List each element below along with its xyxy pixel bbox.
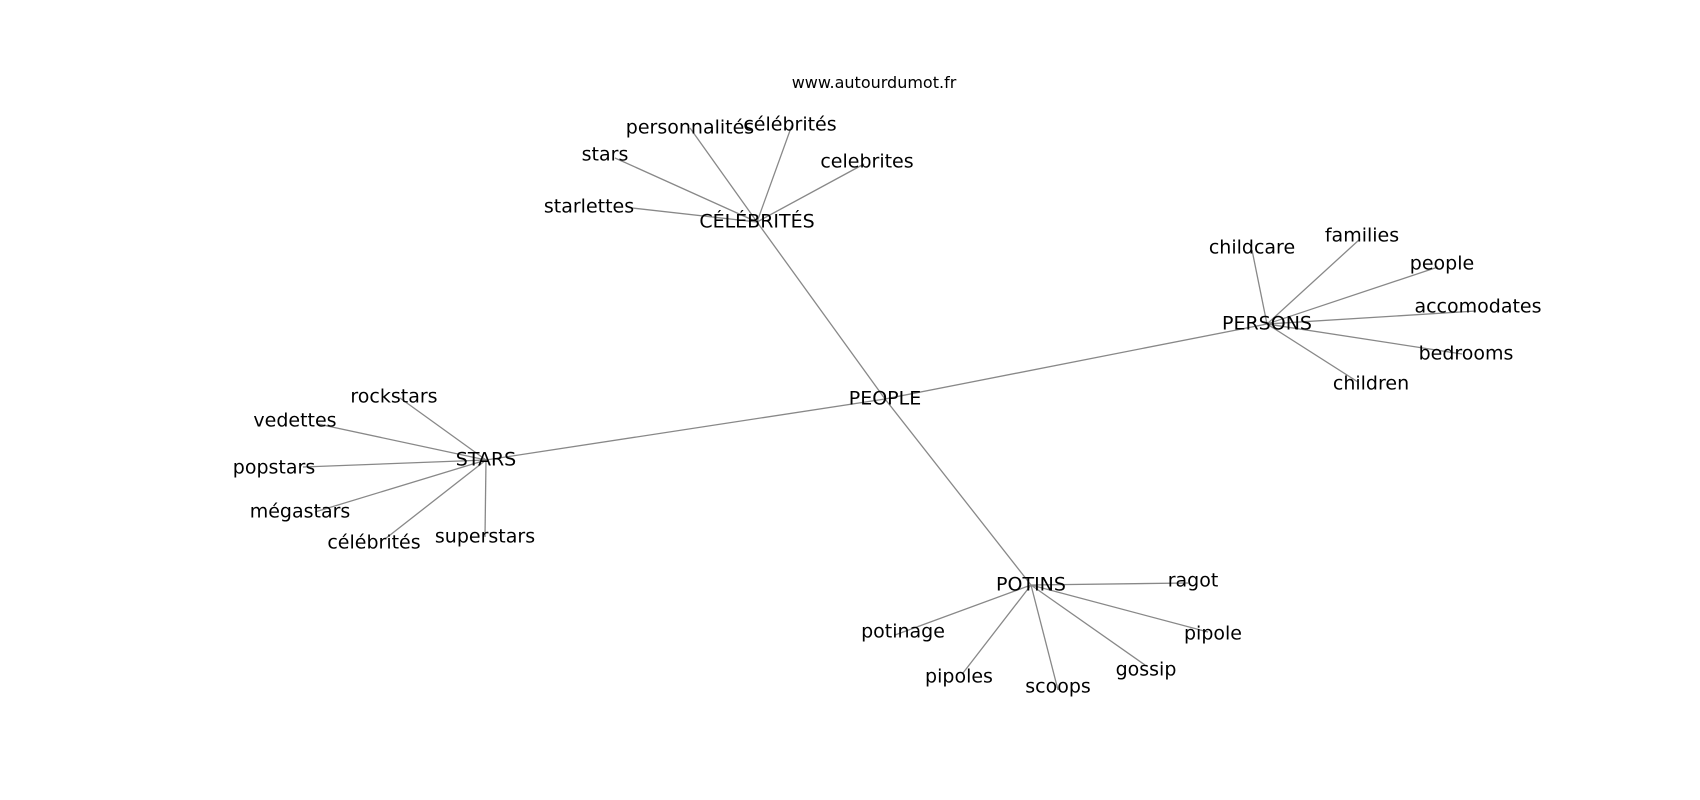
node-leaf-megastars[interactable]: mégastars	[250, 501, 351, 523]
node-leaf-celebrites[interactable]: célébrités	[327, 532, 420, 554]
node-leaf-superstars[interactable]: superstars	[435, 526, 535, 548]
node-leaf-scoops[interactable]: scoops	[1025, 676, 1091, 698]
edge-potins-ragot	[1030, 582, 1189, 586]
node-leaf-vedettes[interactable]: vedettes	[253, 410, 336, 432]
edge-celebrites-celebrites	[756, 163, 865, 223]
node-leaf-people[interactable]: people	[1410, 253, 1474, 275]
node-leaf-rockstars[interactable]: rockstars	[350, 386, 437, 408]
node-hub-persons[interactable]: PERSONS	[1222, 313, 1312, 335]
edge-potins-potinage	[894, 584, 1032, 636]
node-hub-celebrites[interactable]: CÉLÉBRITÉS	[699, 210, 814, 233]
node-leaf-potinage[interactable]: potinage	[861, 621, 945, 643]
node-leaf-gossip[interactable]: gossip	[1116, 659, 1177, 681]
node-leaf-ragot[interactable]: ragot	[1168, 570, 1219, 592]
edge-stars-rockstars	[399, 397, 487, 461]
node-hub-stars[interactable]: STARS	[456, 449, 516, 471]
edge-potins-scoops	[1030, 584, 1059, 691]
node-leaf-pipoles[interactable]: pipoles	[925, 666, 993, 688]
edge-celebrites-celebrites	[756, 124, 793, 223]
edge-potins-pipoles	[962, 584, 1032, 674]
node-leaf-celebrites[interactable]: celebrites	[820, 151, 913, 173]
edge-center-persons	[884, 323, 1268, 400]
node-center[interactable]: PEOPLE	[849, 388, 921, 410]
edge-center-celebrites	[756, 221, 886, 400]
node-leaf-bedrooms[interactable]: bedrooms	[1419, 343, 1514, 365]
edge-celebrites-personnalites	[689, 127, 758, 223]
node-leaf-starlettes[interactable]: starlettes	[544, 196, 634, 218]
node-leaf-childcare[interactable]: childcare	[1209, 237, 1295, 259]
edge-stars-superstars	[484, 459, 487, 538]
site-watermark: www.autourdumot.fr	[792, 73, 957, 92]
edge-persons-bedrooms	[1266, 323, 1463, 355]
node-leaf-personnalites[interactable]: personnalités	[626, 117, 754, 139]
edge-stars-megastars	[314, 459, 487, 513]
node-leaf-children[interactable]: children	[1333, 373, 1409, 395]
edge-persons-children	[1266, 323, 1359, 383]
edge-persons-accomodates	[1266, 310, 1477, 325]
edge-stars-popstars	[302, 459, 487, 468]
edge-celebrites-stars	[614, 157, 758, 223]
node-leaf-pipole[interactable]: pipole	[1184, 623, 1242, 645]
edge-center-potins	[884, 398, 1032, 586]
node-leaf-celebrites[interactable]: célébrités	[743, 114, 836, 136]
node-hub-potins[interactable]: POTINS	[996, 574, 1066, 596]
graph-edges	[302, 124, 1477, 691]
edge-persons-childcare	[1251, 249, 1268, 325]
node-leaf-popstars[interactable]: popstars	[233, 457, 315, 479]
edge-stars-vedettes	[317, 423, 487, 461]
edge-celebrites-starlettes	[631, 207, 758, 223]
edge-persons-families	[1266, 238, 1361, 325]
edge-stars-celebrites	[384, 459, 487, 540]
node-leaf-stars[interactable]: stars	[582, 144, 629, 166]
node-leaf-families[interactable]: families	[1325, 225, 1399, 247]
edge-center-stars	[485, 398, 886, 461]
graph-labels: PEOPLECÉLÉBRITÉSpersonnalitéscélébritésc…	[233, 114, 1542, 698]
node-leaf-accomodates[interactable]: accomodates	[1414, 296, 1541, 318]
edge-persons-people	[1266, 266, 1439, 325]
edge-potins-gossip	[1030, 584, 1146, 666]
edge-potins-pipole	[1030, 584, 1209, 633]
